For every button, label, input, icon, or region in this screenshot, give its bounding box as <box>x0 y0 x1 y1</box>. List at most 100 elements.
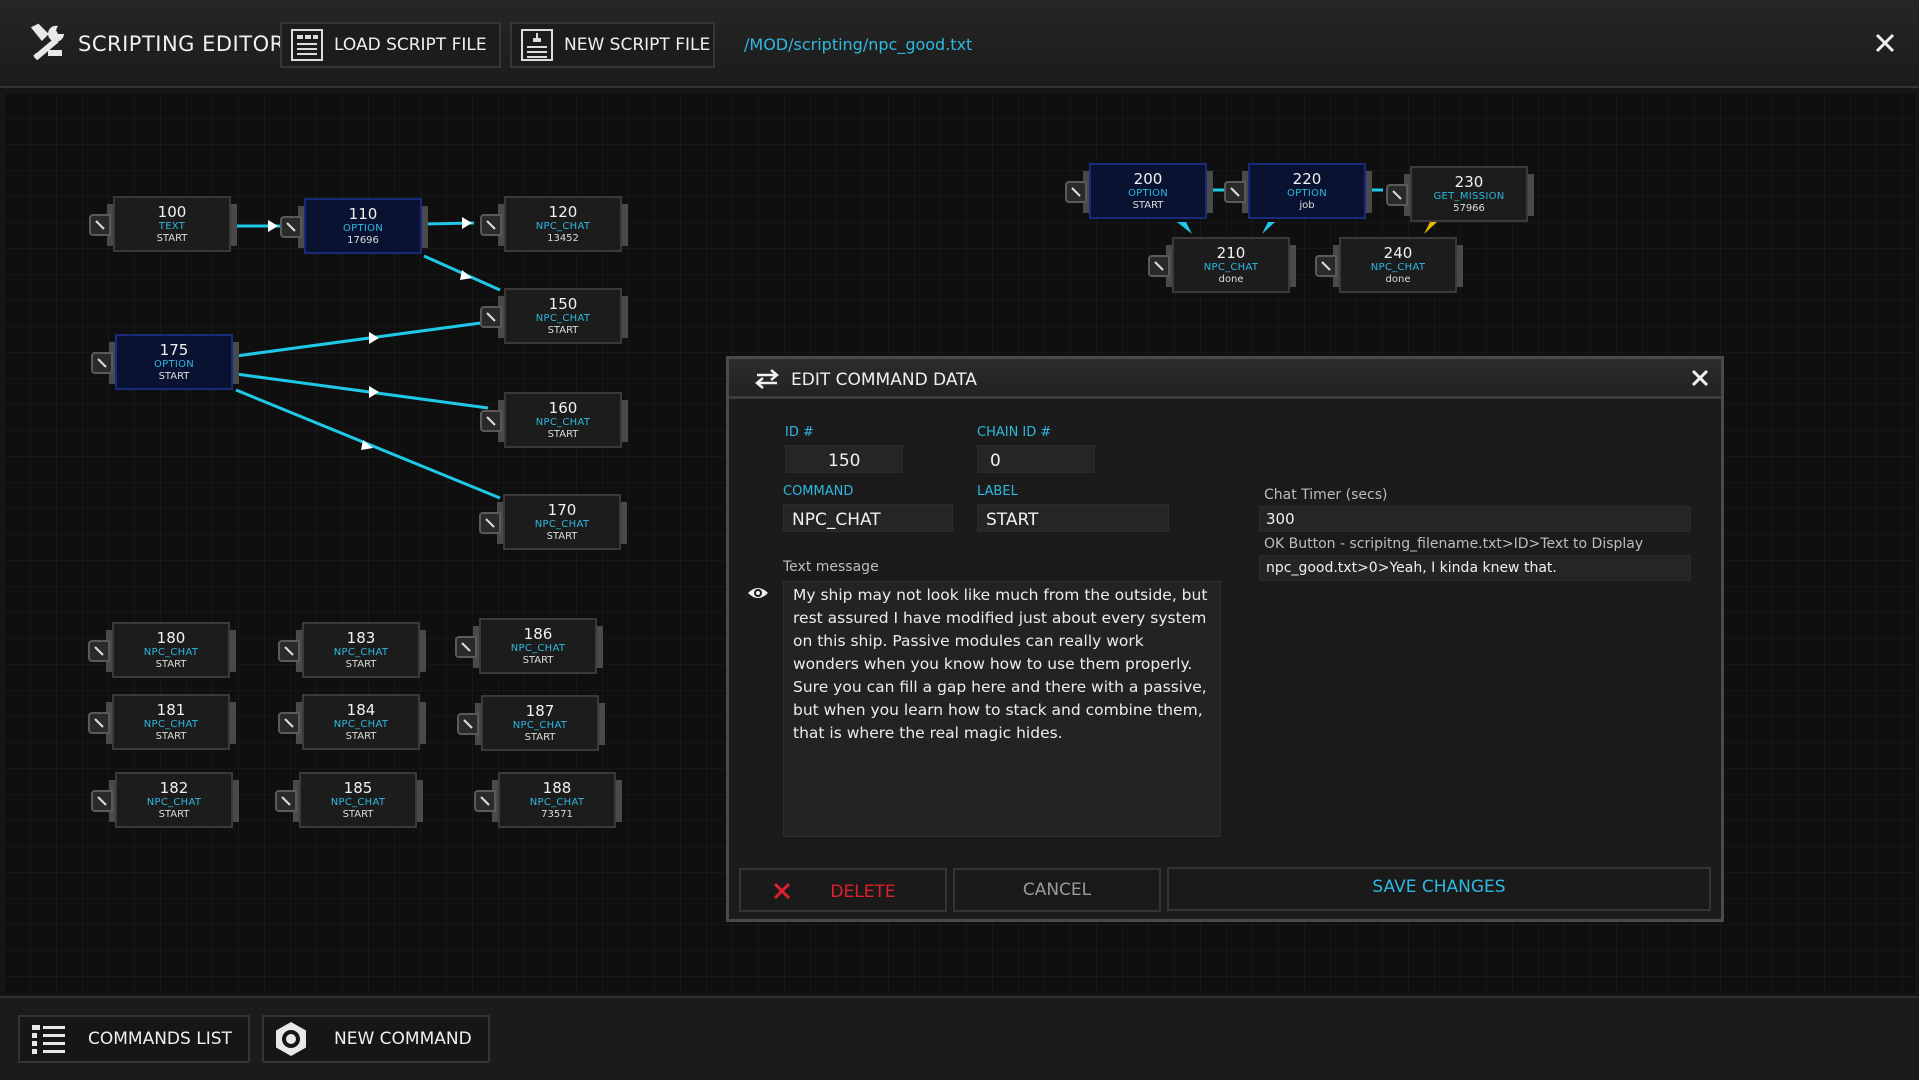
node-input-port[interactable] <box>455 636 477 658</box>
text-message-field[interactable]: My ship may not look like much from the … <box>783 581 1221 837</box>
id-field[interactable]: 150 <box>785 445 903 473</box>
node-input-port[interactable] <box>280 216 302 238</box>
node-command: NPC_CHAT <box>1370 262 1426 273</box>
chat-timer-field[interactable]: 300 <box>1259 506 1691 532</box>
load-script-button[interactable]: LOAD SCRIPT FILE <box>280 22 501 68</box>
connector-icon <box>461 642 471 652</box>
text-message-label: Text message <box>783 559 879 575</box>
node-command: NPC_CHAT <box>143 719 199 730</box>
chain-id-field[interactable]: 0 <box>977 445 1095 473</box>
bottom-bar: COMMANDS LIST NEW COMMAND <box>0 996 1919 1080</box>
node-label: START <box>156 233 188 244</box>
node-label: 13452 <box>547 233 579 244</box>
new-command-button[interactable]: NEW COMMAND <box>262 1015 490 1063</box>
node-command: OPTION <box>153 359 195 370</box>
node-command: NPC_CHAT <box>534 519 590 530</box>
connector-icon <box>486 220 496 230</box>
node-id: 183 <box>346 629 376 647</box>
node-input-port[interactable] <box>91 790 113 812</box>
node-id: 150 <box>548 295 578 313</box>
node-input-port[interactable] <box>1148 255 1170 277</box>
node-input-port[interactable] <box>480 306 502 328</box>
node-input-port[interactable] <box>1315 255 1337 277</box>
cancel-button[interactable]: CANCEL <box>953 868 1161 912</box>
label-label: LABEL <box>977 484 1018 499</box>
file-path[interactable]: /MOD/scripting/npc_good.txt <box>744 35 973 54</box>
node-input-port[interactable] <box>278 712 300 734</box>
new-script-button[interactable]: NEW SCRIPT FILE <box>510 22 715 68</box>
node-input-port[interactable] <box>88 640 110 662</box>
document-icon <box>291 29 323 61</box>
node-label: 57966 <box>1453 203 1485 214</box>
node-input-port[interactable] <box>275 790 297 812</box>
node-input-port[interactable] <box>457 713 479 735</box>
node-input-port[interactable] <box>474 790 496 812</box>
eye-icon[interactable] <box>747 585 769 601</box>
node-input-port[interactable] <box>1224 181 1246 203</box>
node-input-port[interactable] <box>1386 184 1408 206</box>
node-label: START <box>546 531 578 542</box>
node-input-port[interactable] <box>480 410 502 432</box>
node-command: NPC_CHAT <box>333 647 389 658</box>
node-id: 187 <box>525 702 555 720</box>
node-id: 200 <box>1133 170 1163 188</box>
node-input-port[interactable] <box>91 352 113 374</box>
ok-button-field[interactable]: npc_good.txt>0>Yeah, I kinda knew that. <box>1259 555 1691 581</box>
node-input-port[interactable] <box>278 640 300 662</box>
command-label: COMMAND <box>783 484 854 499</box>
node-label: START <box>345 659 377 670</box>
node-label: START <box>522 655 554 666</box>
node-label: START <box>155 731 187 742</box>
command-field[interactable]: NPC_CHAT <box>783 504 953 532</box>
close-icon[interactable] <box>1870 28 1900 58</box>
node-input-port[interactable] <box>479 512 501 534</box>
delete-label: DELETE <box>830 882 896 902</box>
save-changes-button[interactable]: SAVE CHANGES <box>1167 867 1711 911</box>
delete-button[interactable]: DELETE <box>739 868 947 912</box>
connector-icon <box>486 312 496 322</box>
node-command: NPC_CHAT <box>330 797 386 808</box>
node-command: NPC_CHAT <box>512 720 568 731</box>
new-script-label: NEW SCRIPT FILE <box>564 35 711 55</box>
connector-icon <box>480 796 490 806</box>
dialog-close-icon[interactable] <box>1689 367 1711 389</box>
connector-icon <box>284 718 294 728</box>
node-command: NPC_CHAT <box>510 643 566 654</box>
node-input-port[interactable] <box>1065 181 1087 203</box>
commands-list-button[interactable]: COMMANDS LIST <box>18 1015 250 1063</box>
node-input-port[interactable] <box>88 712 110 734</box>
node-id: 110 <box>348 205 378 223</box>
connector-icon <box>1154 261 1164 271</box>
top-bar: SCRIPTING EDITOR LOAD SCRIPT FILE NEW SC… <box>0 0 1919 88</box>
label-field[interactable]: START <box>977 504 1169 532</box>
node-command: OPTION <box>1286 188 1328 199</box>
node-command: NPC_CHAT <box>535 417 591 428</box>
list-icon <box>32 1025 65 1054</box>
node-command: NPC_CHAT <box>535 221 591 232</box>
ok-button-label: OK Button - scripitng_filename.txt>ID>Te… <box>1264 536 1644 552</box>
node-input-port[interactable] <box>480 214 502 236</box>
node-input-port[interactable] <box>89 214 111 236</box>
node-command: OPTION <box>342 223 384 234</box>
